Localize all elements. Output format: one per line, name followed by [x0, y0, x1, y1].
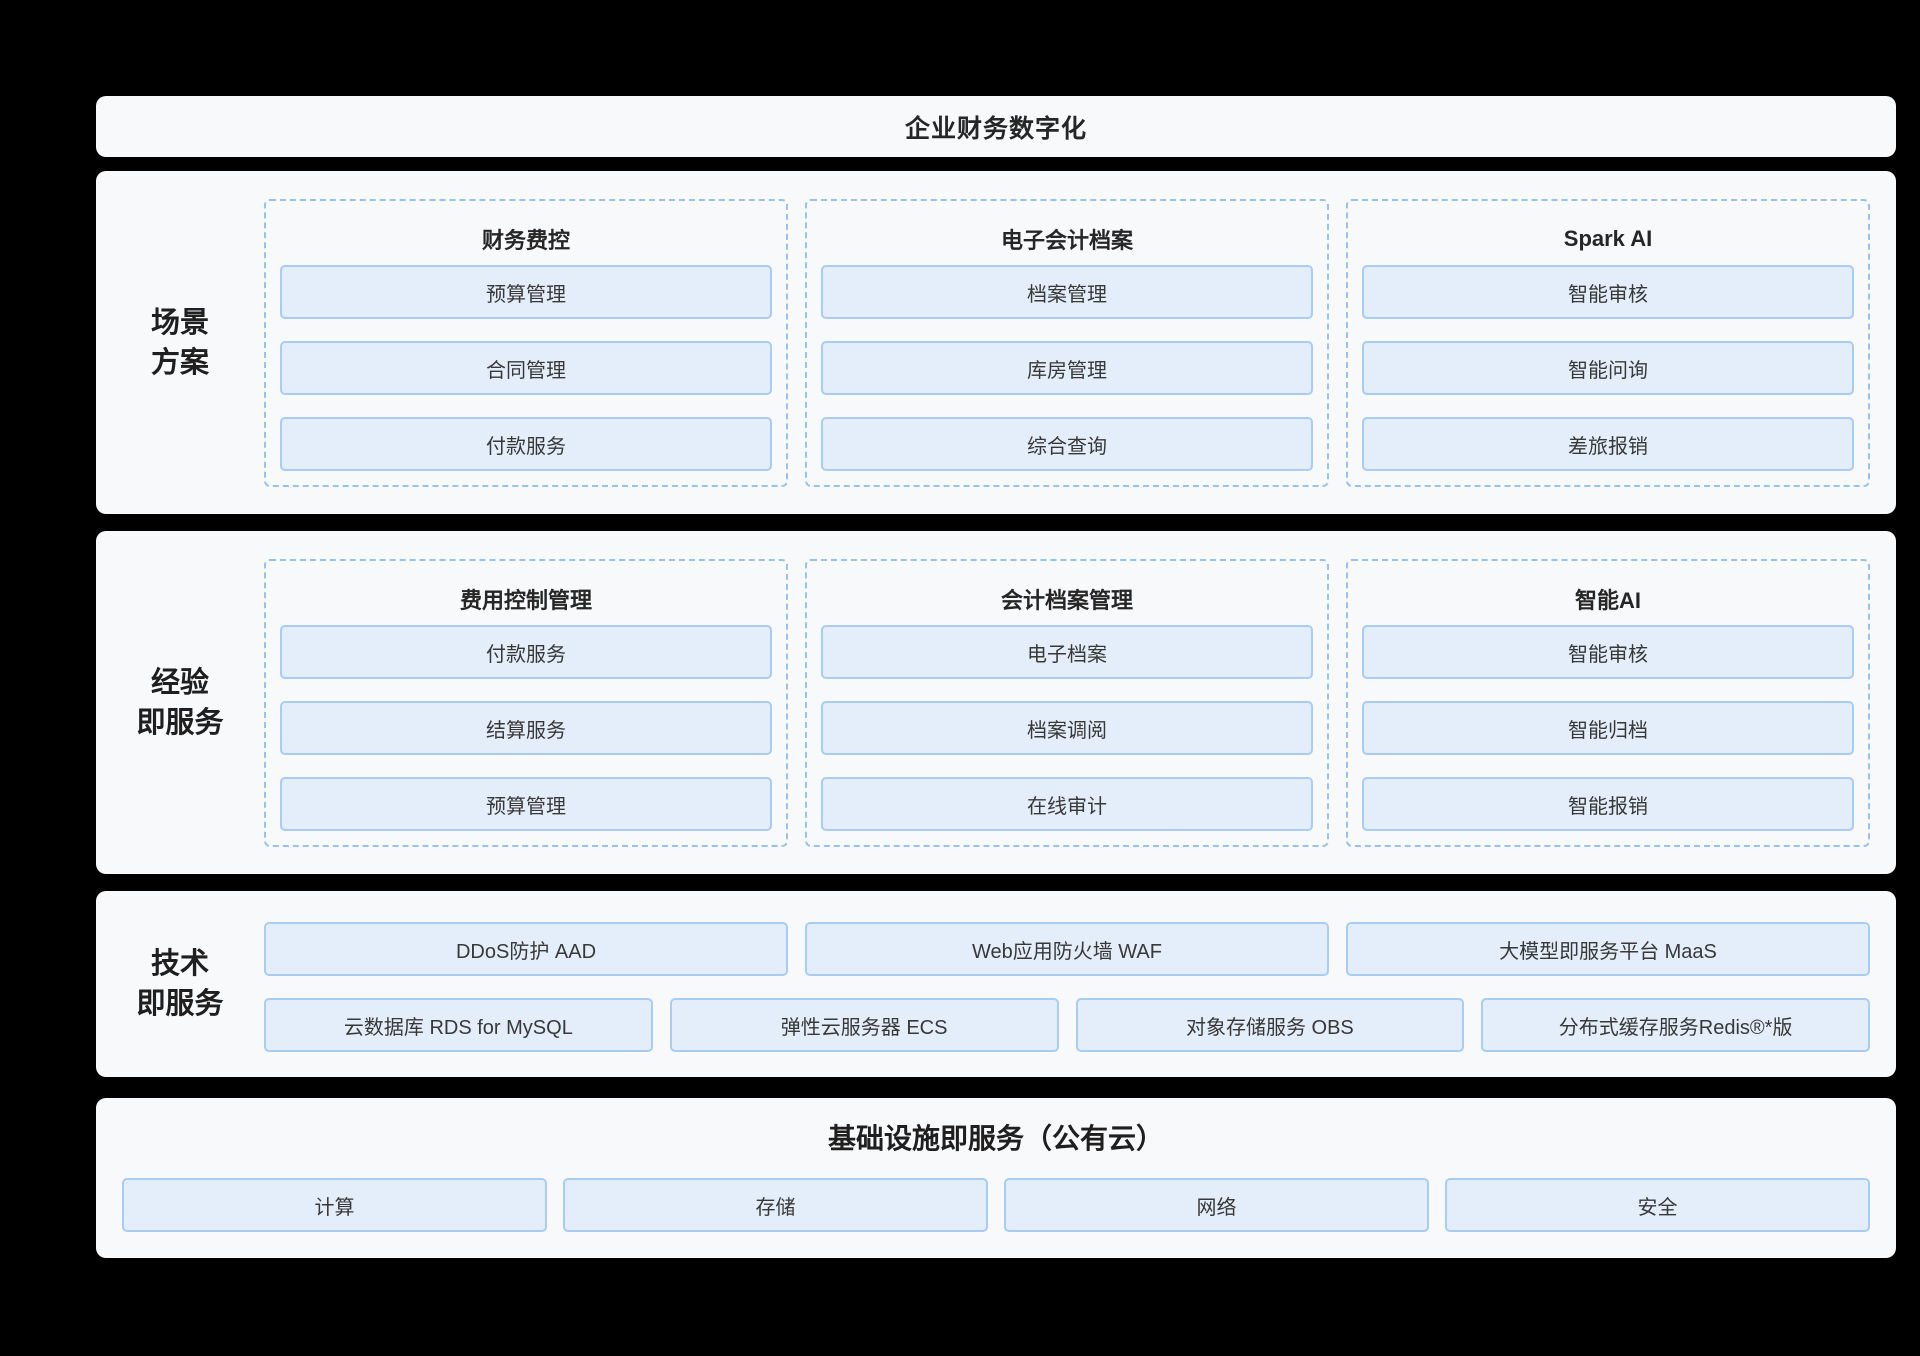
- group-title: 财务费控: [481, 228, 570, 253]
- group-intelligent-ai: 智能AI 智能审核 智能归档 智能报销: [1346, 559, 1870, 847]
- group-title: 智能AI: [1574, 588, 1641, 613]
- group-items: 付款服务 结算服务 预算管理: [280, 625, 772, 831]
- section-scenario-label: 场景 方案: [150, 306, 209, 379]
- service-box: 综合查询: [821, 417, 1313, 471]
- service-box: Web应用防火墙 WAF: [805, 922, 1329, 976]
- group-items: 档案管理 库房管理 综合查询: [821, 265, 1313, 471]
- group-items: 智能审核 智能问询 差旅报销: [1362, 265, 1854, 471]
- technology-row: DDoS防护 AAD Web应用防火墙 WAF 大模型即服务平台 MaaS: [264, 922, 1870, 976]
- infrastructure-title: 基础设施即服务（公有云）: [827, 1123, 1164, 1154]
- service-box: 在线审计: [821, 777, 1313, 831]
- group-title: 费用控制管理: [459, 588, 592, 613]
- section-experience-as-a-service: 经验 即服务 费用控制管理 付款服务 结算服务 预算管理 会计档案管理 电子档案…: [96, 531, 1896, 874]
- service-box: 智能归档: [1362, 701, 1854, 755]
- section-infrastructure-as-a-service: 基础设施即服务（公有云） 计算 存储 网络 安全: [96, 1098, 1896, 1258]
- service-box: 电子档案: [821, 625, 1313, 679]
- service-box: 智能审核: [1362, 265, 1854, 319]
- section-experience-label: 经验 即服务: [136, 666, 224, 739]
- page-title: 企业财务数字化: [904, 114, 1087, 143]
- group-electronic-accounting-archives: 电子会计档案 档案管理 库房管理 综合查询: [805, 199, 1329, 487]
- service-box: 差旅报销: [1362, 417, 1854, 471]
- technology-row: 云数据库 RDS for MySQL 弹性云服务器 ECS 对象存储服务 OBS…: [264, 998, 1870, 1052]
- service-box: 档案调阅: [821, 701, 1313, 755]
- service-box: DDoS防护 AAD: [264, 922, 788, 976]
- group-title: 会计档案管理: [1000, 588, 1133, 613]
- service-box: 网络: [1004, 1178, 1429, 1232]
- service-box: 计算: [122, 1178, 547, 1232]
- service-box: 预算管理: [280, 777, 772, 831]
- service-box: 存储: [563, 1178, 988, 1232]
- technology-rows: DDoS防护 AAD Web应用防火墙 WAF 大模型即服务平台 MaaS 云数…: [264, 891, 1896, 1077]
- service-box: 结算服务: [280, 701, 772, 755]
- service-box: 档案管理: [821, 265, 1313, 319]
- service-box: 对象存储服务 OBS: [1075, 998, 1465, 1052]
- service-box: 合同管理: [280, 341, 772, 395]
- section-scenario-solutions: 场景 方案 财务费控 预算管理 合同管理 付款服务 电子会计档案 档案管理 库房…: [96, 171, 1896, 514]
- group-finance-expense-control: 财务费控 预算管理 合同管理 付款服务: [264, 199, 788, 487]
- service-box: 智能审核: [1362, 625, 1854, 679]
- service-box: 云数据库 RDS for MySQL: [264, 998, 653, 1052]
- service-box: 付款服务: [280, 417, 772, 471]
- service-box: 智能报销: [1362, 777, 1854, 831]
- experience-groups: 费用控制管理 付款服务 结算服务 预算管理 会计档案管理 电子档案 档案调阅 在…: [264, 531, 1896, 874]
- group-title: Spark AI: [1563, 226, 1653, 251]
- group-expense-control-management: 费用控制管理 付款服务 结算服务 预算管理: [264, 559, 788, 847]
- group-title: 电子会计档案: [1000, 228, 1133, 253]
- service-box: 付款服务: [280, 625, 772, 679]
- title-bar: 企业财务数字化: [96, 96, 1896, 157]
- service-box: 安全: [1445, 1178, 1870, 1232]
- service-box: 库房管理: [821, 341, 1313, 395]
- group-spark-ai: Spark AI 智能审核 智能问询 差旅报销: [1346, 199, 1870, 487]
- group-items: 智能审核 智能归档 智能报销: [1362, 625, 1854, 831]
- group-accounting-archive-management: 会计档案管理 电子档案 档案调阅 在线审计: [805, 559, 1329, 847]
- infrastructure-row: 计算 存储 网络 安全: [96, 1156, 1896, 1232]
- section-technology-label: 技术 即服务: [136, 948, 224, 1020]
- service-box: 弹性云服务器 ECS: [669, 998, 1059, 1052]
- service-box: 预算管理: [280, 265, 772, 319]
- section-technology-as-a-service: 技术 即服务 DDoS防护 AAD Web应用防火墙 WAF 大模型即服务平台 …: [96, 891, 1896, 1077]
- service-box: 智能问询: [1362, 341, 1854, 395]
- group-items: 电子档案 档案调阅 在线审计: [821, 625, 1313, 831]
- service-box: 分布式缓存服务Redis®*版: [1481, 998, 1870, 1052]
- scenario-groups: 财务费控 预算管理 合同管理 付款服务 电子会计档案 档案管理 库房管理 综合查…: [264, 171, 1896, 514]
- service-box: 大模型即服务平台 MaaS: [1346, 922, 1870, 976]
- group-items: 预算管理 合同管理 付款服务: [280, 265, 772, 471]
